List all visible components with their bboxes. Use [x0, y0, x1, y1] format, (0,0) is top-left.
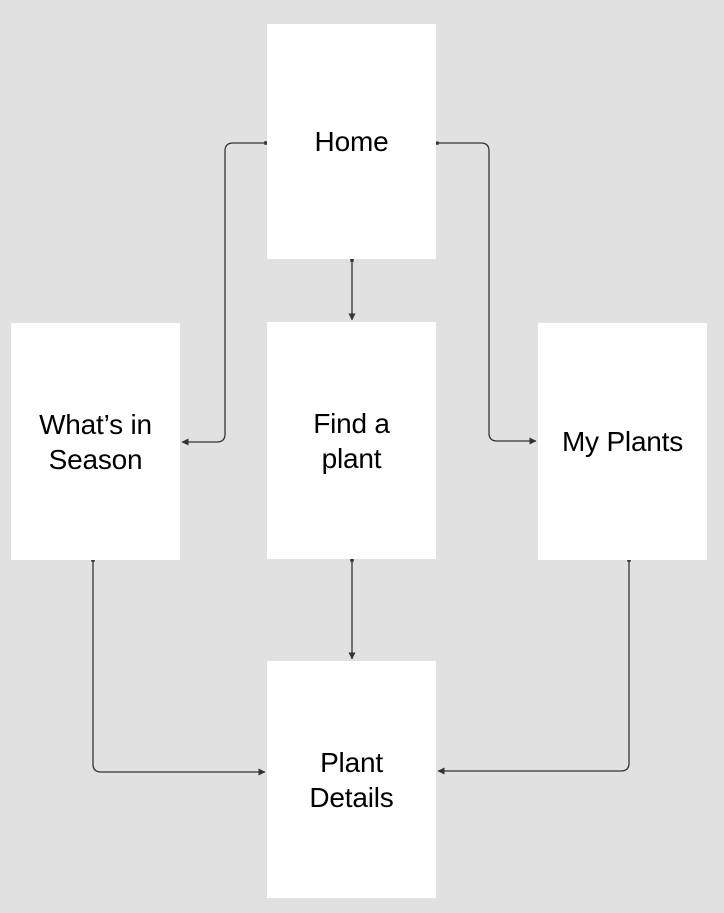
- node-find-a-plant-label: Find a plant: [313, 407, 390, 474]
- node-home-label: Home: [314, 126, 389, 157]
- node-my-plants-label: My Plants: [561, 426, 684, 457]
- node-plant-details[interactable]: Plant Details: [267, 661, 436, 898]
- node-find-a-plant[interactable]: Find a plant: [267, 322, 436, 559]
- node-whats-in-season[interactable]: What’s in Season: [11, 323, 180, 560]
- node-plant-details-label: Plant Details: [309, 746, 394, 813]
- edge-home-to-whats-in-season[interactable]: [181, 141, 268, 446]
- node-my-plants[interactable]: My Plants: [538, 323, 707, 560]
- edge-whats-in-season-to-plant-details[interactable]: [91, 558, 266, 776]
- node-home[interactable]: Home: [267, 24, 436, 259]
- node-whats-in-season-label: What’s in Season: [39, 408, 152, 475]
- edge-my-plants-to-plant-details[interactable]: [437, 558, 631, 775]
- edge-home-to-my-plants[interactable]: [435, 141, 537, 445]
